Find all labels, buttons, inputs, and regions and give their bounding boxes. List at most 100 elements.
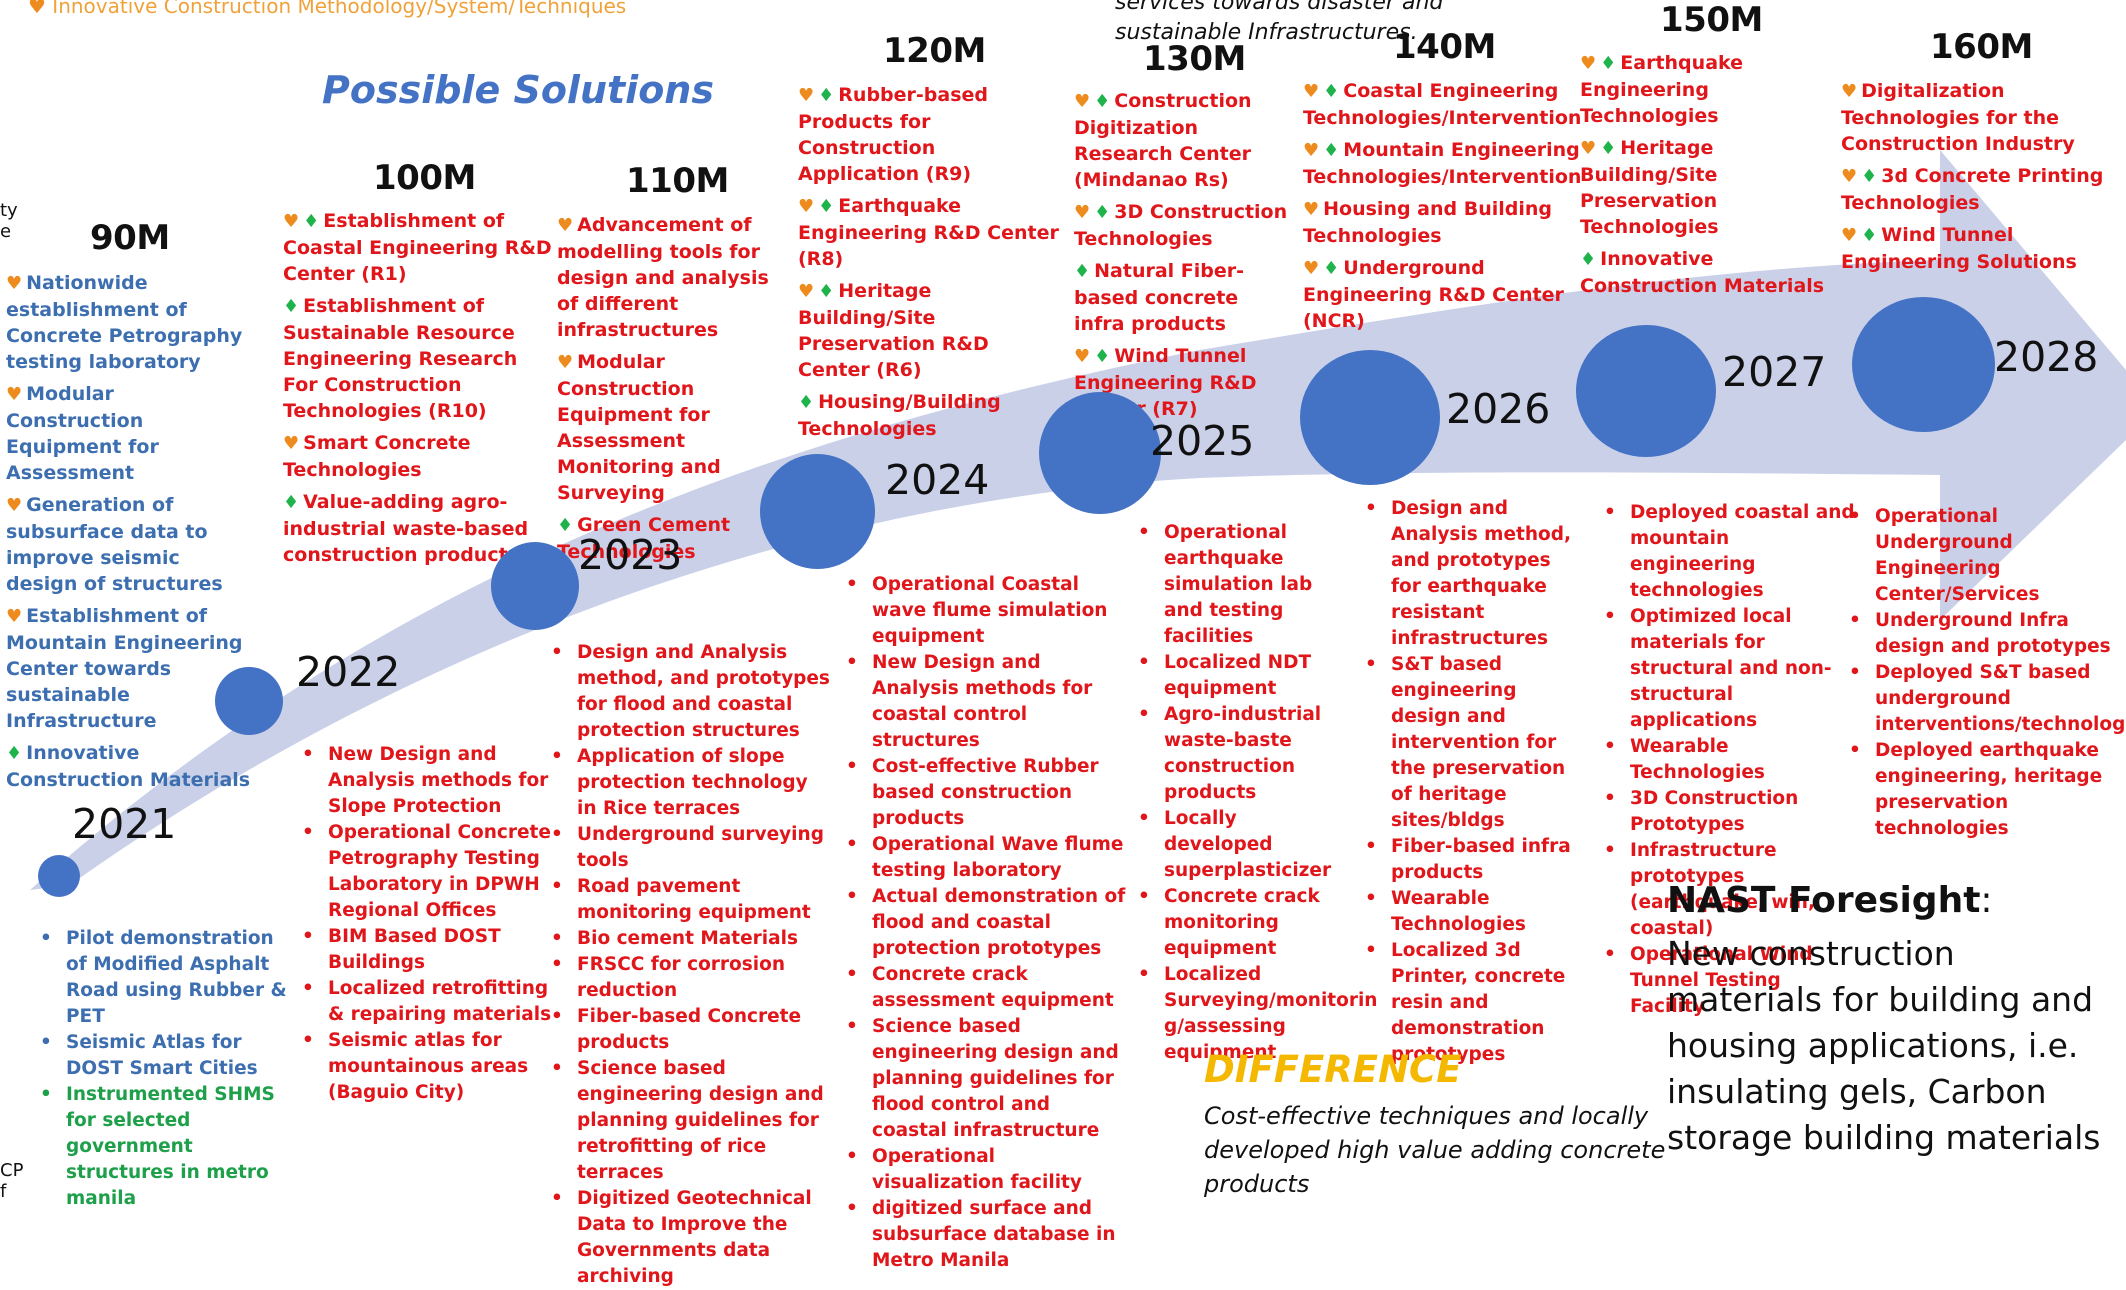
difference-text: Cost-effective techniques and locally de… — [1204, 1102, 1666, 1198]
list-item: Application of slope protection technolo… — [543, 744, 833, 822]
list-item: Design and Analysis method, and prototyp… — [543, 640, 833, 744]
diamond-icon: ♦ — [1074, 261, 1091, 282]
list-item: Operational Wave flume testing laborator… — [838, 832, 1128, 884]
heart-icon: ♥ — [1841, 225, 1858, 246]
list-item: Infrastructure prototypes (earthquake, w… — [1596, 838, 1856, 942]
upper-col-120m: ♥♦Rubber-based Products for Construction… — [798, 82, 1060, 448]
heart-icon: ♥ — [1074, 346, 1091, 367]
heart-icon: ♥ — [798, 85, 815, 106]
upper-item: ♥Modular Construction Equipment for Asse… — [557, 349, 792, 506]
list-item: Operational earthquake simulation lab an… — [1130, 520, 1345, 650]
heart-icon: ♥ — [28, 0, 46, 18]
upper-item-label: Establishment of Coastal Engineering R&D… — [283, 210, 552, 285]
nast-title-line: NAST Foresight: — [1667, 880, 2117, 921]
upper-item: ♥♦Earthquake Engineering R&D Center (R8) — [798, 193, 1060, 272]
lower-list-2024: Operational Coastal wave flume simulatio… — [838, 572, 1128, 1274]
diamond-icon: ♦ — [1861, 225, 1878, 246]
upper-item-label: Mountain Engineering Technologies/Interv… — [1303, 139, 1582, 188]
heart-icon: ♥ — [6, 495, 23, 516]
diamond-icon: ♦ — [6, 743, 23, 764]
upper-item: ♥♦Underground Engineering R&D Center (NC… — [1303, 255, 1583, 334]
upper-item: ♥♦Construction Digitization Research Cen… — [1074, 88, 1294, 193]
budget-90m: 90M — [90, 218, 170, 258]
heart-icon: ♥ — [283, 433, 300, 454]
upper-item: ♦Innovative Construction Materials — [6, 740, 256, 793]
upper-item-label: 3d Concrete Printing Technologies — [1841, 165, 2104, 214]
milestone-circle-2026 — [1300, 350, 1440, 485]
list-item: Deployed coastal and mountain engineerin… — [1596, 500, 1856, 604]
upper-item: ♥♦Heritage Building/Site Preservation R&… — [798, 278, 1060, 383]
upper-item: ♥Digitalization Technologies for the Con… — [1841, 78, 2121, 157]
left-edge-text-bottom: CP f — [0, 1160, 24, 1202]
budget-110m: 110M — [626, 161, 729, 201]
budget-160m: 160M — [1930, 27, 2033, 67]
upper-col-110m: ♥Advancement of modelling tools for desi… — [557, 212, 792, 571]
list-item: Underground Infra design and prototypes — [1841, 608, 2123, 660]
lower-list-2022: New Design and Analysis methods for Slop… — [294, 742, 556, 1106]
list-item: Design and Analysis method, and prototyp… — [1357, 496, 1582, 652]
heart-icon: ♥ — [1841, 166, 1858, 187]
diamond-icon: ♦ — [1600, 53, 1617, 74]
heart-icon: ♥ — [1303, 258, 1320, 279]
list-item: Fiber-based Concrete products — [543, 1004, 833, 1056]
list-item: Concrete crack assessment equipment — [838, 962, 1128, 1014]
upper-item: ♥Generation of subsurface data to improv… — [6, 492, 256, 597]
heart-icon: ♥ — [1580, 53, 1597, 74]
list-item: Concrete crack monitoring equipment — [1130, 884, 1345, 962]
heart-icon: ♥ — [557, 215, 574, 236]
upper-item-label: Construction Digitization Research Cente… — [1074, 90, 1252, 191]
heart-icon: ♥ — [798, 196, 815, 217]
list-item: Fiber-based infra products — [1357, 834, 1582, 886]
upper-item-label: Establishment of Mountain Engineering Ce… — [6, 605, 243, 732]
year-2023: 2023 — [578, 531, 683, 579]
upper-item: ♥♦Mountain Engineering Technologies/Inte… — [1303, 137, 1583, 190]
upper-item: ♥♦Heritage Building/Site Preservation Te… — [1580, 135, 1835, 240]
diamond-icon: ♦ — [1580, 249, 1597, 270]
list-item: Science based engineering design and pla… — [838, 1014, 1128, 1144]
list-item: Localized Surveying/monitorin g/assessin… — [1130, 962, 1377, 1066]
diamond-icon: ♦ — [1861, 166, 1878, 187]
list-item: Instrumented SHMS for selected governmen… — [32, 1082, 292, 1212]
timeline-arrow — [30, 150, 2126, 890]
upper-item-label: Green Cement Technologies — [557, 514, 731, 563]
upper-item-label: Housing/Building Technologies — [798, 391, 1001, 440]
list-item: Localized NDT equipment — [1130, 650, 1345, 702]
upper-col-160m: ♥Digitalization Technologies for the Con… — [1841, 78, 2121, 281]
upper-item: ♥Nationwide establishment of Concrete Pe… — [6, 270, 256, 375]
upper-item-label: Housing and Building Technologies — [1303, 198, 1553, 247]
difference-title: DIFFERENCE — [1204, 1048, 1462, 1091]
upper-item-label: Advancement of modelling tools for desig… — [557, 214, 769, 341]
upper-item-label: Earthquake Engineering Technologies — [1580, 52, 1744, 127]
list-item: Operational visualization facility — [838, 1144, 1128, 1196]
list-item: Underground surveying tools — [543, 822, 833, 874]
lower-list-2028: Operational Underground Engineering Cent… — [1841, 504, 2126, 842]
diamond-icon: ♦ — [283, 492, 300, 513]
upper-item-label: 3D Construction Technologies — [1074, 201, 1288, 250]
year-2026: 2026 — [1446, 385, 1551, 433]
list-item: Road pavement monitoring equipment — [543, 874, 833, 926]
milestone-circle-2027 — [1576, 325, 1716, 457]
heart-icon: ♥ — [1303, 81, 1320, 102]
year-2027: 2027 — [1722, 348, 1827, 396]
diamond-icon: ♦ — [1323, 140, 1340, 161]
upper-item-label: Value-adding agro-industrial waste-based… — [283, 491, 529, 566]
list-item: Agro-industrial waste-baste construction… — [1130, 702, 1345, 806]
nast-title: NAST Foresight — [1667, 880, 1981, 921]
diamond-icon: ♦ — [1323, 81, 1340, 102]
upper-item: ♥♦Rubber-based Products for Construction… — [798, 82, 1060, 187]
milestone-circle-2025 — [1039, 392, 1161, 514]
upper-item: ♥Smart Concrete Technologies — [283, 430, 555, 483]
upper-item: ♦Green Cement Technologies — [557, 512, 792, 565]
milestone-circle-2023 — [491, 542, 579, 630]
upper-item-label: Wind Tunnel Engineering Solutions — [1841, 224, 2077, 273]
list-item: Seismic atlas for mountainous areas (Bag… — [294, 1028, 556, 1106]
list-item: Operational Wind Tunnel Testing Facility — [1596, 942, 1856, 1020]
year-2024: 2024 — [885, 456, 990, 504]
list-item: FRSCC for corrosion reduction — [543, 952, 833, 1004]
heart-icon: ♥ — [798, 281, 815, 302]
heart-icon: ♥ — [6, 606, 23, 627]
list-item: Localized 3d Printer, concrete resin and… — [1357, 938, 1582, 1068]
legend-partial: ♥ Innovative Construction Methodology/Sy… — [28, 0, 626, 18]
diamond-icon: ♦ — [1094, 346, 1111, 367]
list-item: New Design and Analysis methods for Slop… — [294, 742, 556, 820]
